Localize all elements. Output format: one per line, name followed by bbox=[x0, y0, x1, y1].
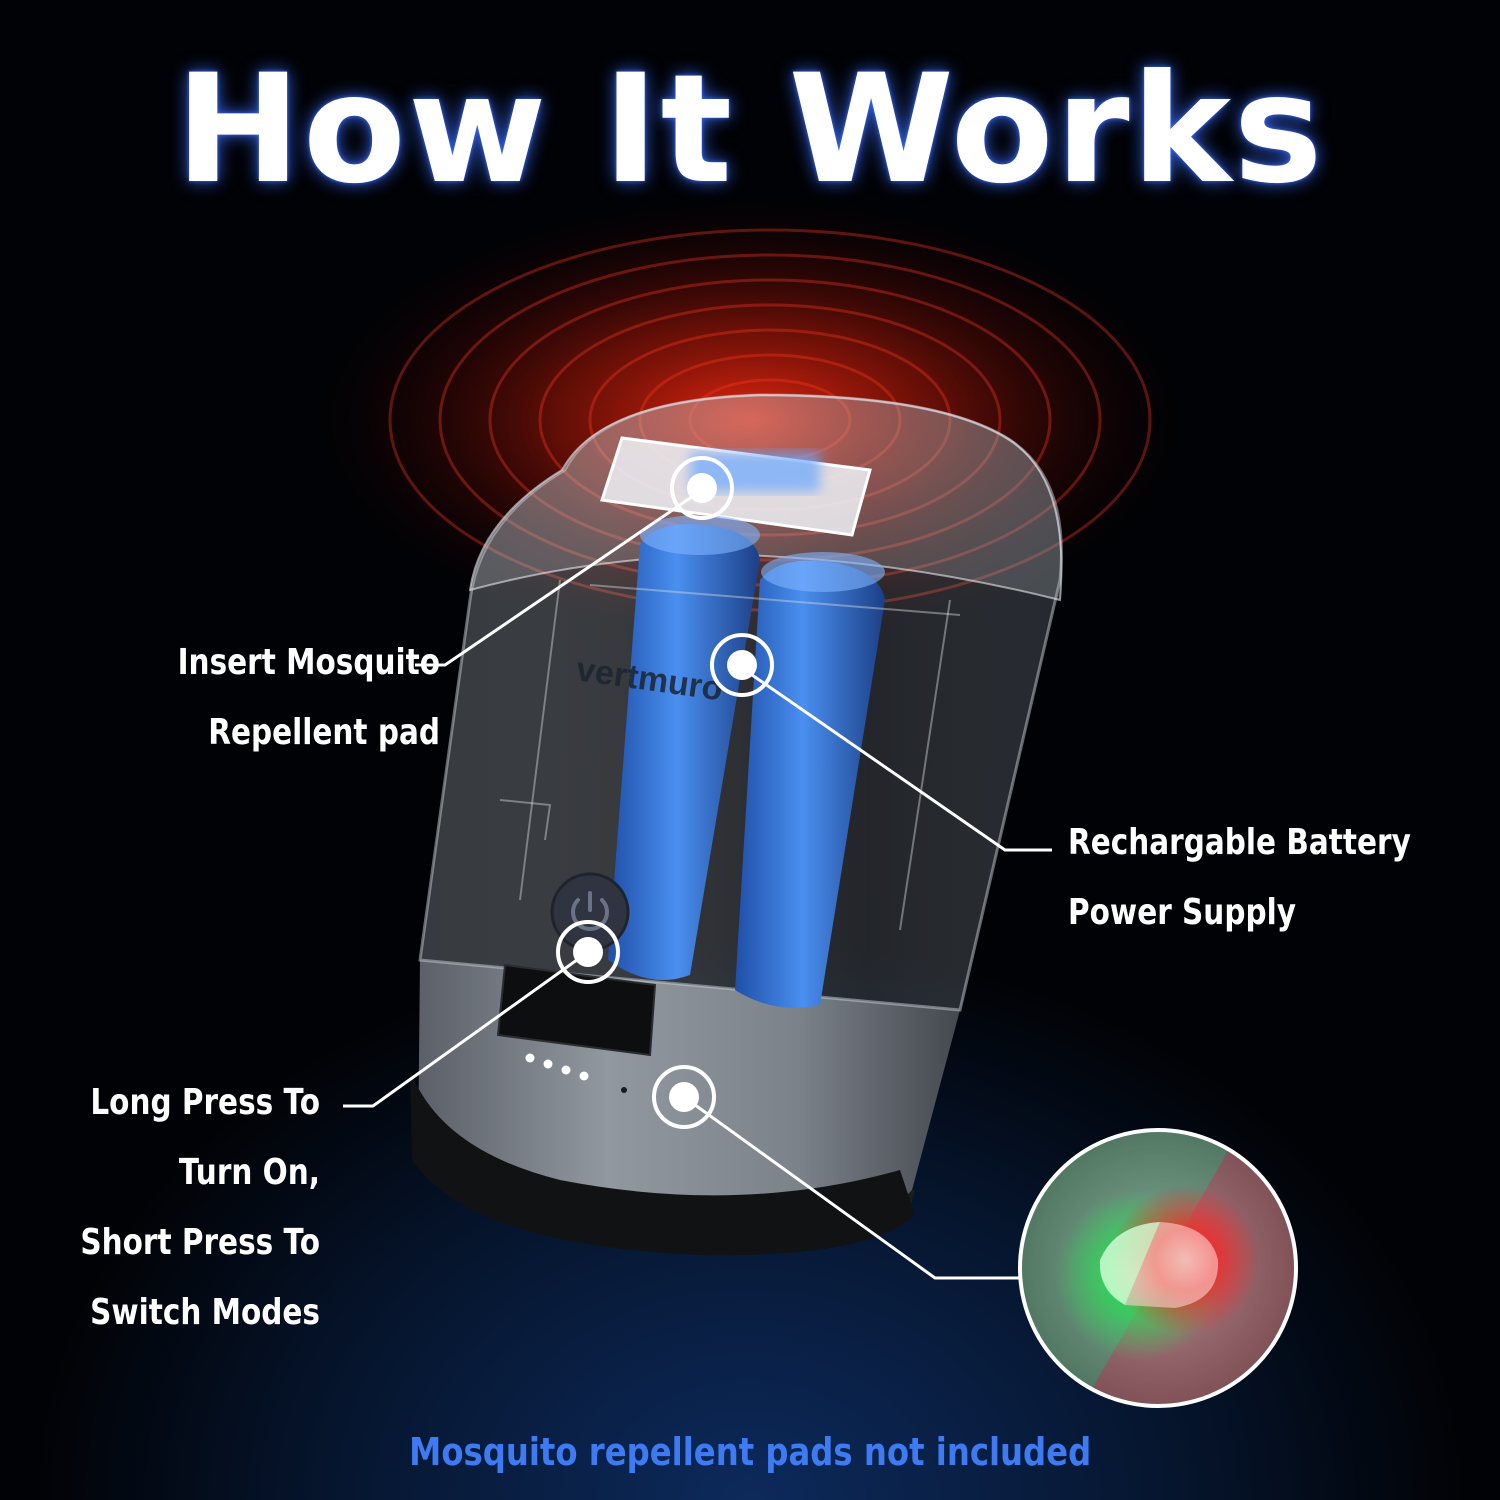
callout-target-button bbox=[556, 920, 620, 984]
callout-insert-pad: Insert Mosquito Repellent pad bbox=[112, 628, 440, 768]
callout-line: Insert Mosquito bbox=[177, 642, 440, 683]
battery-left bbox=[608, 524, 760, 980]
inner-frame bbox=[499, 579, 961, 931]
footnote: Mosquito repellent pads not included bbox=[0, 1422, 1500, 1482]
footnote-text: Mosquito repellent pads not included bbox=[408, 1430, 1092, 1474]
charge-indicator-icon bbox=[1018, 1128, 1298, 1408]
callout-line: Turn On, bbox=[178, 1152, 320, 1193]
callout-line: Short Press To bbox=[80, 1222, 320, 1263]
callout-line: Rechargable Battery bbox=[1068, 822, 1411, 863]
callout-target-led bbox=[652, 1065, 716, 1129]
indicator-led bbox=[621, 1087, 627, 1093]
leader-lines bbox=[343, 488, 1052, 1280]
device-base-band bbox=[410, 1070, 915, 1256]
page-title: How It Works bbox=[175, 43, 1325, 217]
callout-line: Long Press To bbox=[90, 1082, 320, 1123]
callout-line: Repellent pad bbox=[208, 712, 440, 753]
callout-battery: Rechargable Battery Power Supply bbox=[1068, 808, 1478, 948]
battery-level-dots bbox=[525, 1053, 589, 1081]
callout-line: Power Supply bbox=[1068, 892, 1296, 933]
callout-line: Switch Modes bbox=[90, 1292, 320, 1333]
callout-target-pad bbox=[670, 456, 734, 520]
callout-press-modes: Long Press To Turn On, Short Press To Sw… bbox=[58, 1068, 320, 1348]
callout-target-battery bbox=[710, 633, 774, 697]
